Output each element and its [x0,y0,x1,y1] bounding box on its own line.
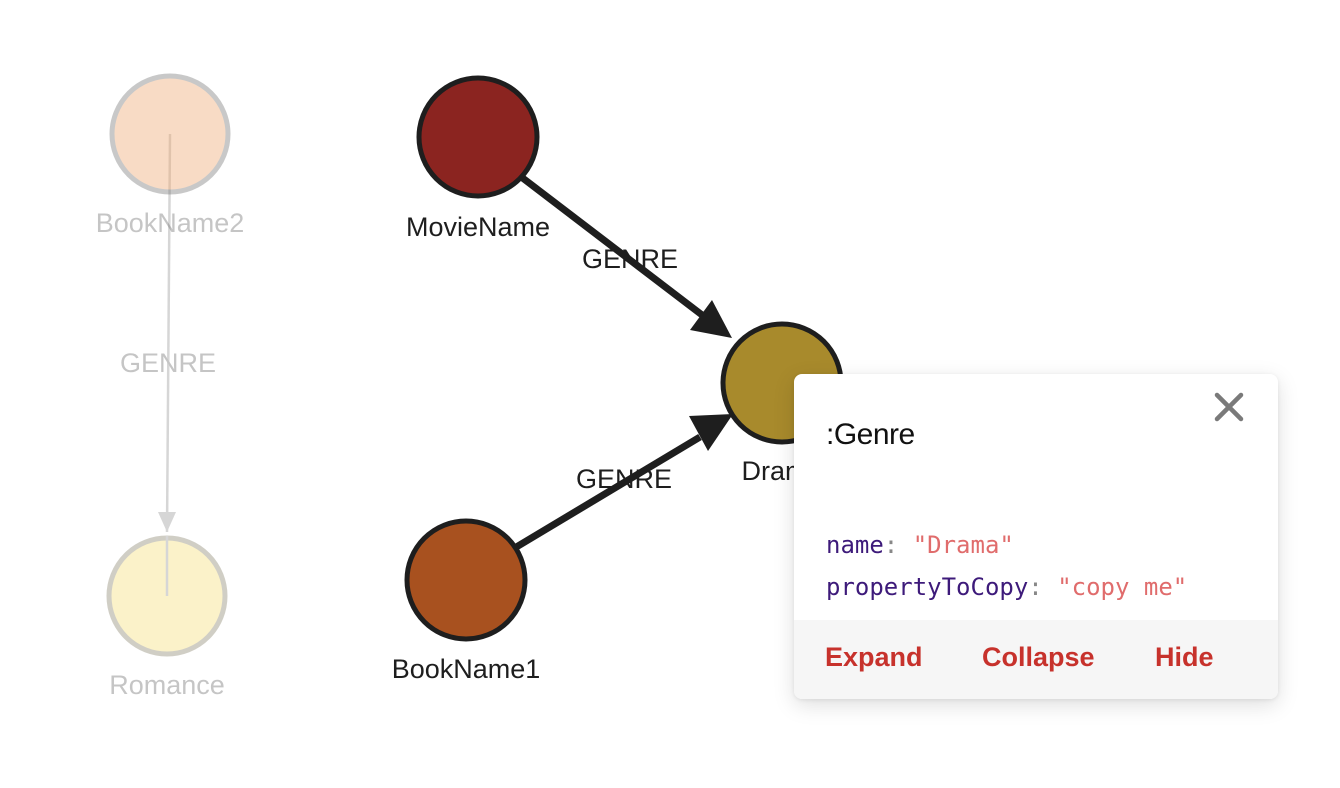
property-key: propertyToCopy [826,573,1029,601]
node-bookname2[interactable]: BookName2 [96,73,245,238]
edge-bookname2-romance[interactable]: GENRE [120,133,216,533]
edge-label: GENRE [120,348,216,378]
property-separator: : [883,531,899,559]
edge-label: GENRE [582,244,678,274]
property-row: propertyToCopy: "copy me" [826,566,1187,608]
node-label: BookName1 [392,654,541,684]
property-value[interactable]: "Drama" [912,531,1014,559]
node-label: MovieName [406,212,550,242]
node-inspector-panel: :Genre name: "Drama" propertyToCopy: "co… [794,374,1278,699]
edge-moviename-drama[interactable]: GENRE [517,173,732,338]
collapse-button[interactable]: Collapse [982,642,1095,672]
node-moviename[interactable]: MovieName [406,75,550,242]
expand-button[interactable]: Expand [825,642,923,672]
edge-label: GENRE [576,464,672,494]
property-key: name [826,531,884,559]
edge-bookname1-drama[interactable]: GENRE [511,414,733,553]
hide-button[interactable]: Hide [1155,642,1214,672]
panel-title: :Genre [826,418,915,451]
property-row: name: "Drama" [826,524,1187,566]
node-bookname1[interactable]: BookName1 [392,518,541,684]
close-icon[interactable] [1210,388,1248,426]
node-romance[interactable]: Romance [106,535,228,700]
property-separator: : [1028,573,1043,601]
property-list: name: "Drama" propertyToCopy: "copy me" [826,524,1187,608]
node-label: BookName2 [96,208,245,238]
property-value[interactable]: "copy me" [1057,573,1188,601]
node-label: Romance [109,670,225,700]
panel-actions: Expand Collapse Hide [794,620,1278,699]
